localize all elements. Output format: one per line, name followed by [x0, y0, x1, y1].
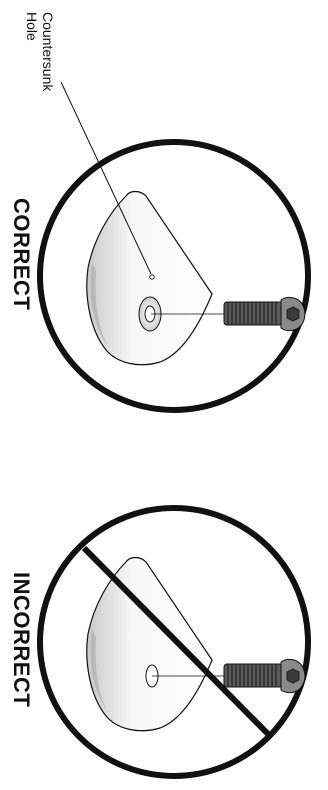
countersunk-hole-label: Countersunk Hole [24, 12, 56, 91]
incorrect-mounting-part [86, 556, 213, 732]
callout-leader-line [60, 81, 152, 275]
screw-icon [223, 658, 306, 694]
screw-icon [223, 296, 306, 332]
correct-status-label: CORRECT [9, 198, 34, 311]
incorrect-status-label: INCORRECT [9, 572, 34, 708]
correct-panel [37, 81, 311, 413]
incorrect-frame-circle [37, 505, 311, 779]
countersunk-hole-label-line1: Countersunk [40, 12, 56, 92]
incorrect-panel [37, 505, 311, 779]
correct-frame-circle [37, 139, 311, 413]
countersunk-hole [138, 296, 162, 332]
prohibited-icon [81, 545, 273, 739]
countersunk-hole-label-line2: Hole [24, 12, 40, 41]
callout-point [149, 274, 155, 280]
correct-mounting-part [86, 190, 213, 366]
